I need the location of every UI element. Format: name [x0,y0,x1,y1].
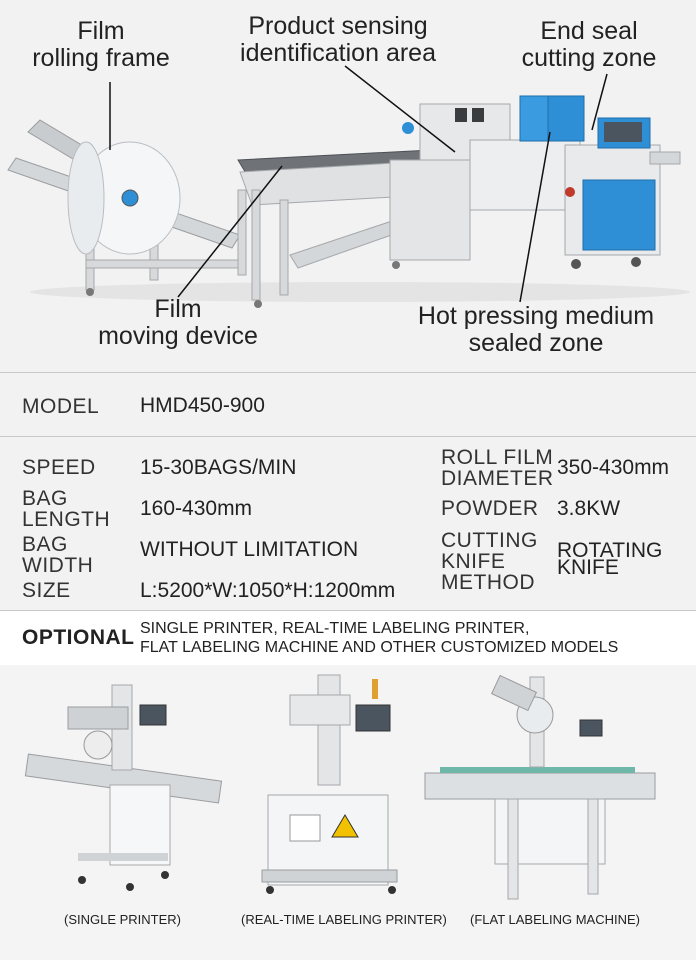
single-printer-machine-image [24,684,223,891]
optional-row: OPTIONAL SINGLE PRINTER, REAL-TIME LABEL… [0,611,696,665]
optional-label: OPTIONAL [22,626,135,649]
hero-section: Film rolling frame Product sensing ident… [0,0,696,372]
spec-value-speed: 15-30BAGS/MIN [140,456,297,479]
spec-label-bag-width: BAG WIDTH [22,533,94,577]
spec-label-roll-film-diameter: ROLL FILM DIAMETER [441,446,554,490]
optional-machines-gallery [0,665,696,960]
spec-value-bag-width: WITHOUT LIMITATION [140,538,359,561]
caption-real-time-labeling-printer: (REAL-TIME LABELING PRINTER) [241,912,447,927]
callout-end-seal: End seal cutting zone [521,17,657,72]
spec-label-speed: SPEED [22,456,96,479]
spec-value-powder: 3.8KW [557,497,621,520]
divider [0,372,696,373]
real-time-labeling-printer-image [261,674,398,894]
caption-single-printer: (SINGLE PRINTER) [64,912,182,927]
divider [0,436,696,437]
spec-label-powder: POWDER [441,497,539,520]
spec-value-bag-length: 160-430mm [140,497,253,520]
spec-value-size: L:5200*W:1050*H:1200mm [140,579,396,602]
callout-product-sensing: Product sensing identification area [240,12,436,67]
flat-labeling-machine-image [424,674,656,900]
callout-film-rolling-frame: Film rolling frame [32,17,170,72]
spec-table: SPEED 15-30BAGS/MIN BAG LENGTH 160-430mm… [0,437,696,610]
callout-hot-pressing: Hot pressing medium sealed zone [417,302,655,357]
model-row: MODEL HMD450-900 [0,373,696,436]
spec-label-size: SIZE [22,579,71,602]
spec-label-bag-length: BAG LENGTH [22,487,111,531]
spec-value-roll-film-diameter: 350-430mm [557,456,670,479]
model-label: MODEL [22,395,100,418]
optional-description: SINGLE PRINTER, REAL-TIME LABELING PRINT… [140,620,619,656]
optional-machines-illustration [24,674,656,900]
spec-label-cutting-knife-method: CUTTING KNIFE METHOD [441,529,538,594]
spec-value-cutting-knife-method: ROTATING KNIFE [557,539,663,579]
packaging-machine-illustration [7,65,690,308]
caption-flat-labeling-machine: (FLAT LABELING MACHINE) [470,912,640,927]
model-value: HMD450-900 [140,394,265,417]
callout-film-moving: Film moving device [98,295,258,350]
divider [0,610,696,611]
